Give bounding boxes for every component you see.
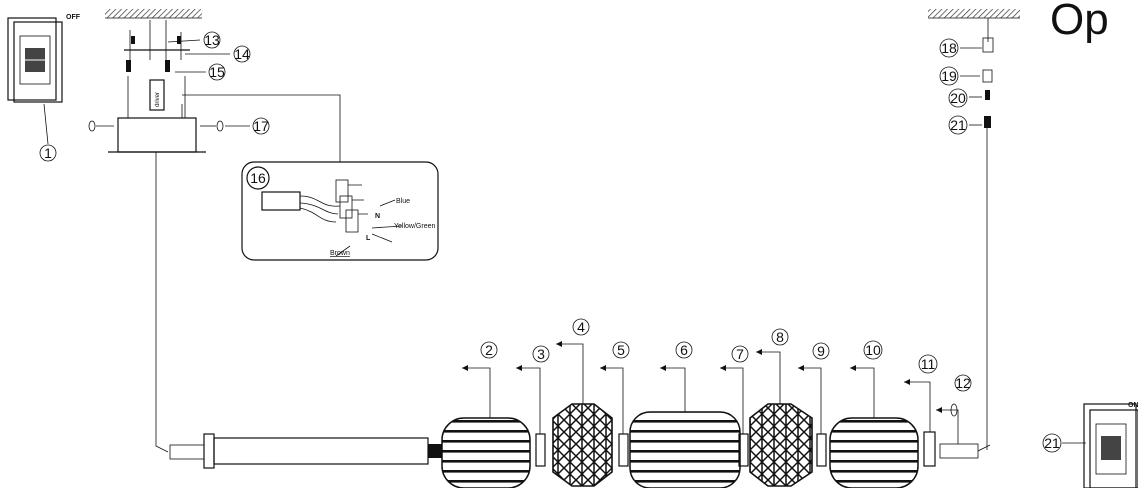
callout-3: 3 [532,345,550,363]
ceiling-hook-18 [982,37,994,53]
svg-text:3: 3 [537,346,545,362]
header-text: Op [1050,0,1109,44]
svg-text:7: 7 [736,346,744,362]
suspension-cable-left [155,152,169,453]
svg-text:6: 6 [680,342,688,358]
callout-10: 10 [863,340,883,360]
callout-19: 19 [939,66,959,86]
svg-text:8: 8 [776,329,784,345]
callout-12: 12 [954,374,972,392]
callout-1: 1 [39,144,57,162]
svg-text:18: 18 [941,40,957,56]
shade-leaders [462,341,959,444]
svg-text:21: 21 [950,117,966,133]
cable-gripper-21 [984,116,991,128]
shade-lattice-8 [749,403,813,487]
svg-text:17: 17 [253,118,269,134]
svg-text:21: 21 [1044,435,1060,451]
callout-8: 8 [771,328,789,346]
spacer-ring-3 [535,433,546,467]
shade-ribbed-6 [629,411,741,488]
spacer-ring-5 [618,433,629,467]
terminal-l-label: L [366,235,371,242]
ceiling-canopy-left [108,117,206,153]
spacer-ring-9 [816,433,827,467]
svg-text:2: 2 [485,342,493,358]
callout-9: 9 [812,342,830,360]
callout-4: 4 [572,318,590,336]
terminal-n-label: N [375,213,380,220]
connector-rod [169,433,442,469]
driver-unit: driver [149,79,165,111]
svg-text:9: 9 [817,343,825,359]
svg-text:12: 12 [955,375,971,391]
wall-switch-left: OFF [7,14,81,103]
callout-11: 11 [918,354,938,374]
ceiling-hatch-right [928,9,1020,19]
svg-text:14: 14 [234,46,250,62]
svg-text:19: 19 [941,68,957,84]
wall-switch-right: ON [1083,402,1138,488]
callout-21: 21 [948,115,968,135]
spacer-ring-7 [738,433,749,467]
mounting-bracket-left [124,20,190,72]
callout-7: 7 [731,345,749,363]
screw-20 [985,90,990,100]
callout-13: 13 [203,31,221,49]
svg-text:16: 16 [250,170,266,186]
callout-20: 20 [948,88,968,108]
callout-6: 6 [675,341,693,359]
callout-15: 15 [208,63,226,81]
svg-text:4: 4 [577,319,585,335]
svg-text:driver: driver [155,92,161,107]
shade-ribbed-10 [829,417,919,488]
gripper-19 [982,69,993,83]
wire-blue-label: Blue [396,198,410,205]
callout-16: 16 [246,166,270,190]
shade-ribbed-2 [441,417,531,488]
svg-text:20: 20 [950,90,966,106]
svg-text:1: 1 [44,145,52,161]
callout-2: 2 [480,341,498,359]
svg-text:13: 13 [204,32,220,48]
switch-off-label: OFF [66,14,81,21]
driver-box-detail [261,191,301,211]
switch-on-label: ON [1128,402,1138,409]
canopy-screws [88,120,224,132]
wiring-detail-panel: 16 Blue Yellow/Green N L Brown [241,161,439,261]
callout-21-switch: 21 [1042,433,1062,453]
callout-18: 18 [939,38,959,58]
shade-lattice-4 [552,403,613,487]
end-fitting-12 [939,443,991,459]
callout-14: 14 [233,45,251,63]
wire-yellow-green-label: Yellow/Green [394,223,435,230]
wire-brown-label: Brown [330,250,350,257]
svg-text:11: 11 [921,356,936,372]
svg-text:10: 10 [865,342,881,358]
end-cap-11 [923,431,936,467]
svg-text:5: 5 [617,342,625,358]
svg-text:15: 15 [209,64,225,80]
callout-5: 5 [612,341,630,359]
callout-17: 17 [252,117,270,135]
ceiling-hatch-left [105,9,202,19]
